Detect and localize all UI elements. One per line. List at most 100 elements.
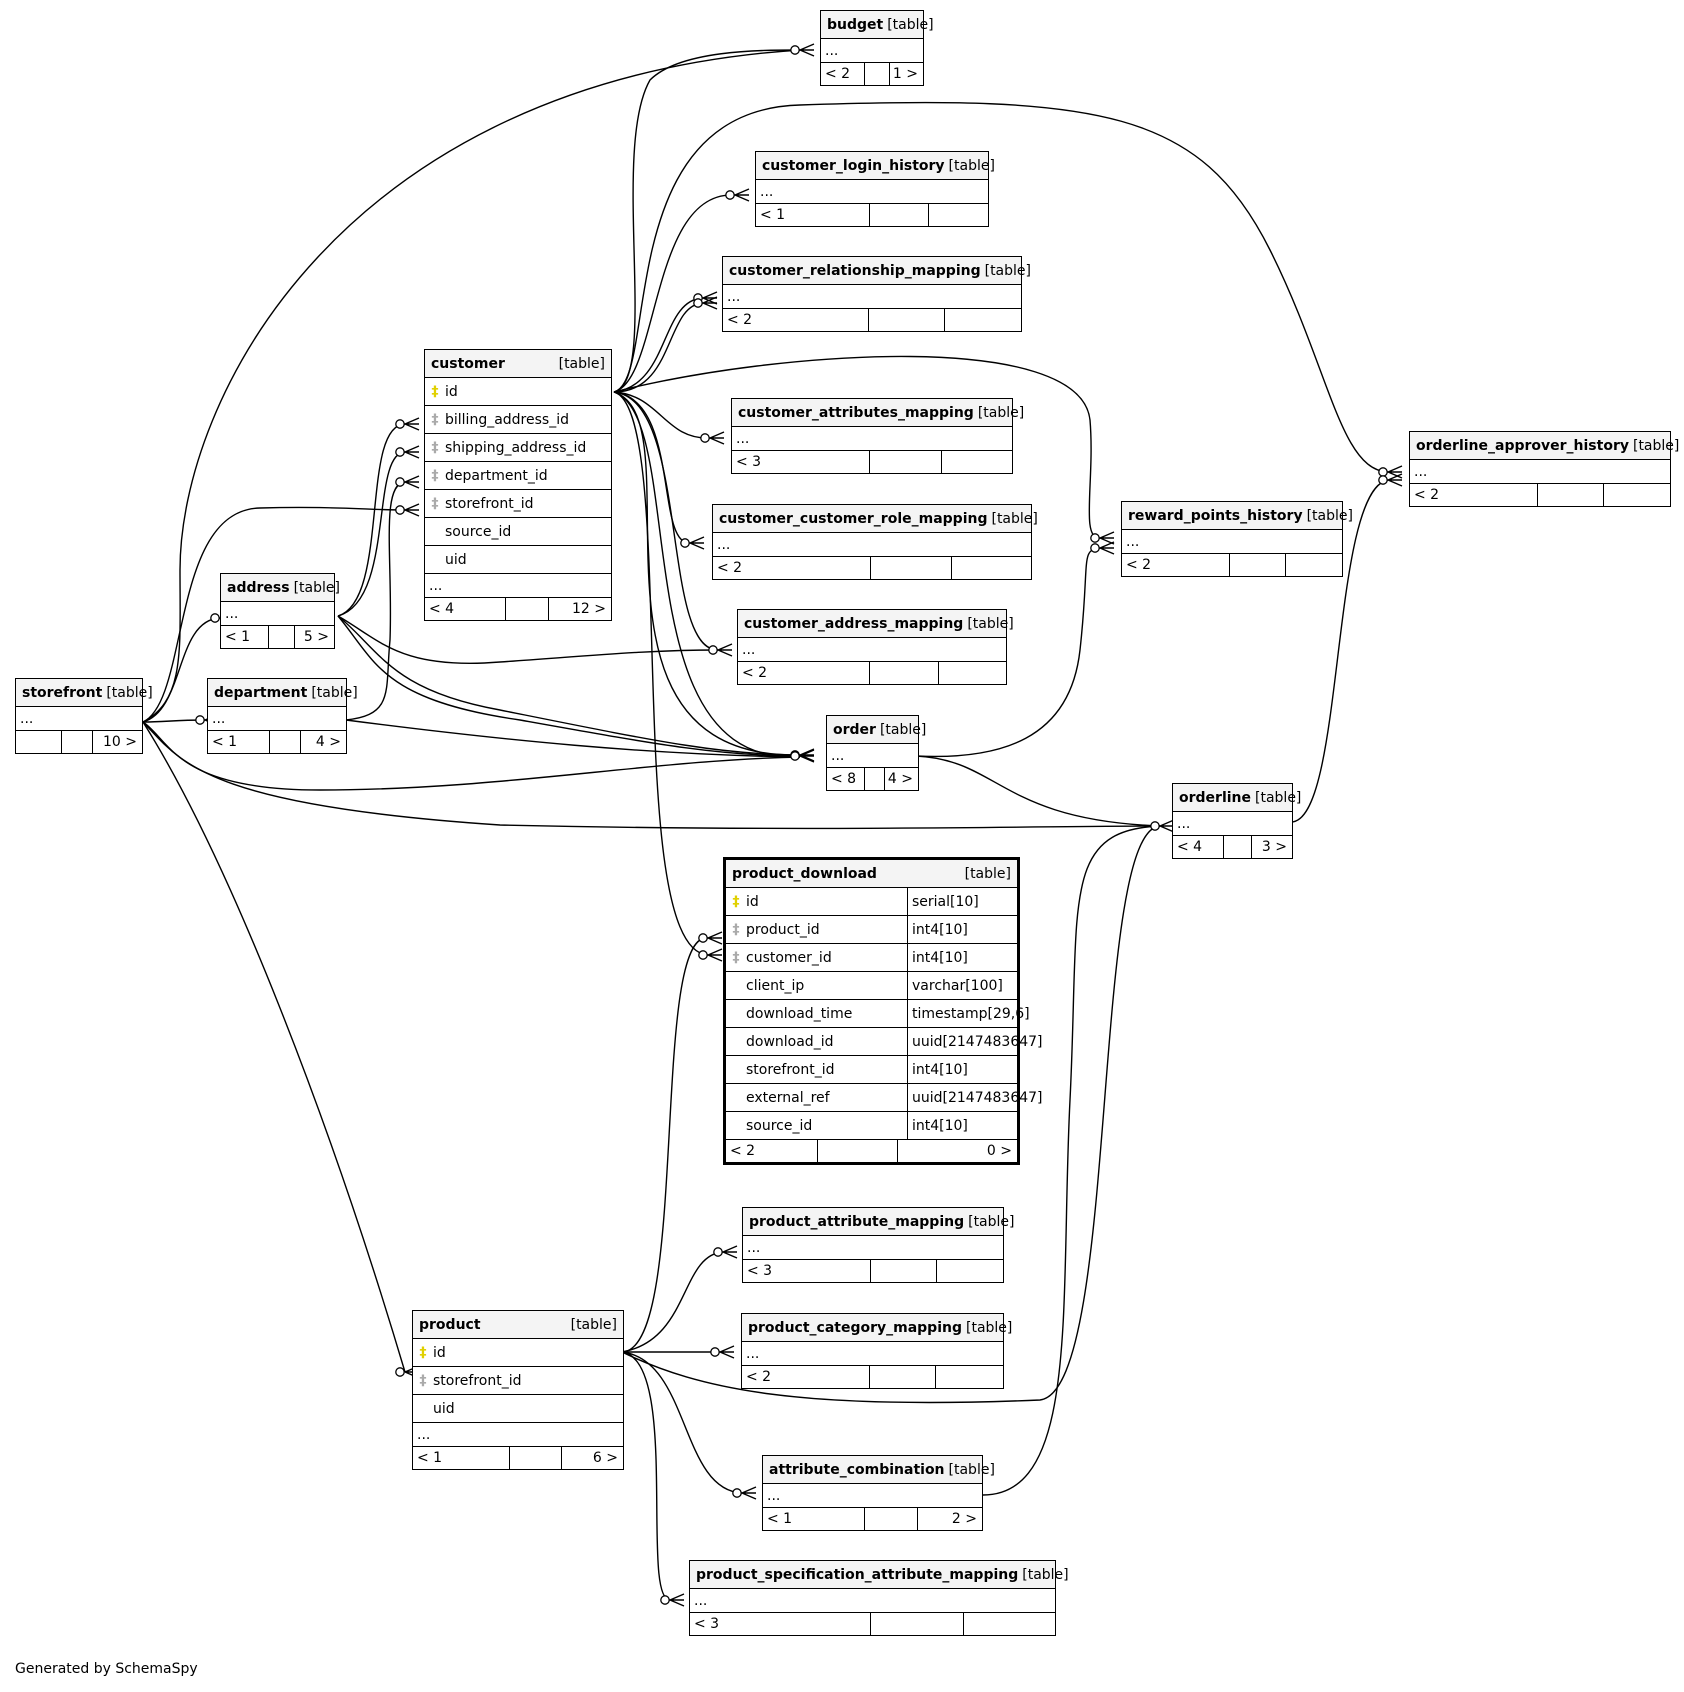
parent-count[interactable]: < 2: [713, 557, 871, 579]
parent-count[interactable]: < 2: [1122, 554, 1230, 576]
child-count[interactable]: [964, 1613, 1055, 1635]
child-count[interactable]: 2 >: [951, 1511, 977, 1527]
table-name[interactable]: customer_customer_role_mapping: [719, 510, 988, 527]
child-count[interactable]: [929, 204, 988, 226]
child-count[interactable]: 0 >: [986, 1143, 1012, 1159]
child-count[interactable]: 10 >: [103, 734, 137, 750]
parent-count[interactable]: < 2: [742, 1366, 870, 1388]
table-name[interactable]: address: [227, 579, 290, 596]
child-count[interactable]: [1604, 484, 1670, 506]
child-count[interactable]: [1286, 554, 1342, 576]
parent-count[interactable]: < 1: [413, 1447, 510, 1469]
table-customer-attributes-mapping[interactable]: customer_attributes_mapping[table]...< 3: [731, 398, 1024, 474]
table-customer-address-mapping[interactable]: customer_address_mapping[table]...< 2: [737, 609, 1014, 685]
table-name[interactable]: reward_points_history: [1128, 507, 1303, 524]
table-customer-customer-role-mapping[interactable]: customer_customer_role_mapping[table]...…: [712, 504, 1038, 580]
child-count[interactable]: [952, 557, 1031, 579]
parent-count[interactable]: < 2: [821, 63, 865, 85]
column-row[interactable]: ‡department_id: [425, 462, 611, 490]
table-name[interactable]: order: [833, 721, 876, 738]
child-count[interactable]: 12 >: [572, 601, 606, 617]
table-name[interactable]: customer_address_mapping: [744, 615, 964, 632]
child-count[interactable]: [936, 1366, 1003, 1388]
table-name[interactable]: product_specification_attribute_mapping: [696, 1566, 1019, 1583]
table-name[interactable]: customer: [431, 355, 505, 372]
column-row[interactable]: ‡storefront_id: [425, 490, 611, 518]
column-row[interactable]: ‡billing_address_id: [425, 406, 611, 434]
parent-count[interactable]: < 2: [738, 662, 870, 684]
parent-count[interactable]: < 2: [723, 309, 869, 331]
column-row[interactable]: ‡shipping_address_id: [425, 434, 611, 462]
parent-count[interactable]: < 2: [1410, 484, 1538, 506]
child-count[interactable]: [937, 1260, 1003, 1282]
table-reward-points-history[interactable]: reward_points_history[table]...< 2: [1121, 501, 1353, 577]
column-row[interactable]: ‡id: [413, 1339, 623, 1367]
table-name[interactable]: department: [214, 684, 308, 701]
table-name[interactable]: product_category_mapping: [748, 1319, 962, 1336]
table-name[interactable]: customer_attributes_mapping: [738, 404, 974, 421]
table-name[interactable]: product_attribute_mapping: [749, 1213, 965, 1230]
table-name[interactable]: orderline_approver_history: [1416, 437, 1629, 454]
parent-count[interactable]: < 4: [425, 598, 506, 620]
parent-count[interactable]: < 4: [1173, 836, 1224, 858]
parent-count[interactable]: < 1: [208, 731, 270, 753]
parent-count[interactable]: < 3: [743, 1260, 871, 1282]
table-customer-relationship-mapping[interactable]: customer_relationship_mapping[table]...<…: [722, 256, 1031, 332]
child-count[interactable]: [945, 309, 1021, 331]
table-name[interactable]: orderline: [1179, 789, 1252, 806]
table-customer[interactable]: customer[table]‡id‡billing_address_id‡sh…: [424, 349, 612, 621]
table-name[interactable]: attribute_combination: [769, 1461, 945, 1478]
column-row[interactable]: ‡id: [425, 378, 611, 406]
child-count[interactable]: [942, 451, 1012, 473]
child-count[interactable]: 1 >: [892, 66, 918, 82]
column-row[interactable]: uid: [425, 546, 611, 574]
table-storefront[interactable]: storefront[table]...10 >: [15, 678, 153, 754]
child-count[interactable]: 3 >: [1261, 839, 1287, 855]
table-name[interactable]: customer_login_history: [762, 157, 945, 174]
table-product-attribute-mapping[interactable]: product_attribute_mapping[table]...< 3: [742, 1207, 1015, 1283]
parent-count[interactable]: < 8: [827, 768, 865, 790]
parent-count[interactable]: < 1: [763, 1508, 865, 1530]
parent-count[interactable]: < 1: [221, 626, 269, 648]
edge-product-spec-mapping: [621, 1351, 671, 1601]
child-count[interactable]: [939, 662, 1006, 684]
child-count[interactable]: 4 >: [887, 771, 913, 787]
child-count[interactable]: 4 >: [315, 734, 341, 750]
child-count[interactable]: 5 >: [303, 629, 329, 645]
parent-count[interactable]: [16, 731, 62, 753]
child-count[interactable]: 6 >: [592, 1450, 618, 1466]
column-row[interactable]: uid: [413, 1395, 623, 1423]
table-name[interactable]: budget: [827, 16, 884, 33]
parent-count[interactable]: < 3: [690, 1613, 871, 1635]
table-name[interactable]: product_download: [732, 865, 877, 882]
table-product-specification-attribute-mapping[interactable]: product_specification_attribute_mapping[…: [689, 1560, 1069, 1636]
table-orderline-approver-history[interactable]: orderline_approver_history[table]...< 2: [1409, 431, 1679, 507]
column-row[interactable]: source_id: [425, 518, 611, 546]
table-name[interactable]: storefront: [22, 684, 103, 701]
table-product-category-mapping[interactable]: product_category_mapping[table]...< 2: [741, 1313, 1012, 1389]
table-customer-login-history[interactable]: customer_login_history[table]...< 1: [755, 151, 995, 227]
table-name[interactable]: product: [419, 1316, 481, 1333]
column-row[interactable]: ‡storefront_id: [413, 1367, 623, 1395]
parent-count[interactable]: < 2: [726, 1140, 818, 1162]
table-name[interactable]: customer_relationship_mapping: [729, 262, 981, 279]
parent-count[interactable]: < 1: [756, 204, 870, 226]
parent-count[interactable]: < 3: [732, 451, 870, 473]
